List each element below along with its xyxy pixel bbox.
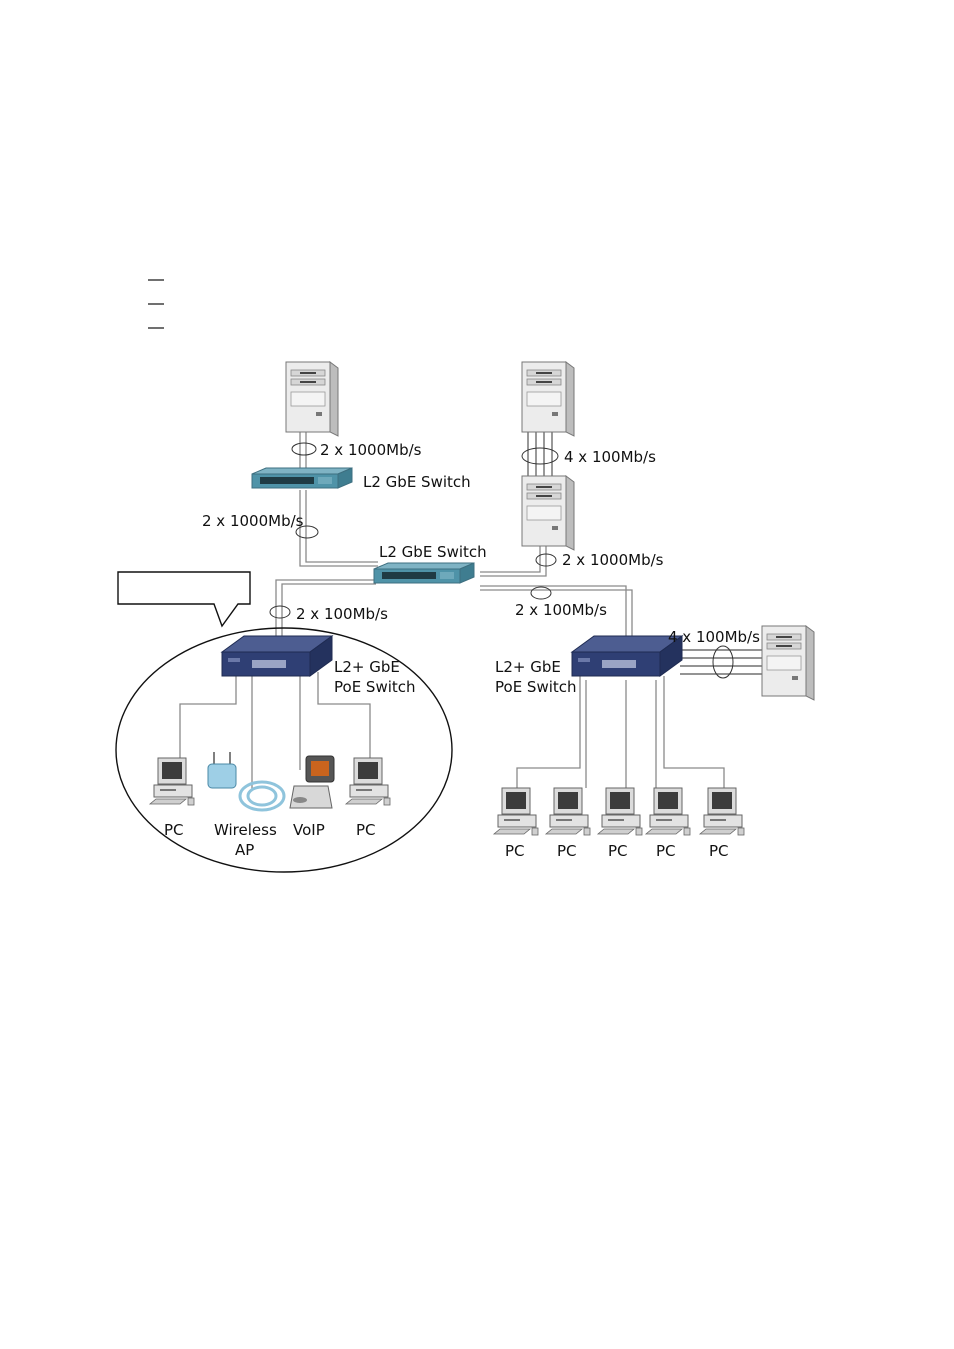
label-link-server2: 2 x 1000Mb/s (562, 551, 664, 569)
label-poe-right-2: PoE Switch (495, 678, 577, 696)
label-switch-mid: L2 GbE Switch (379, 543, 487, 561)
server-top (285, 361, 339, 437)
pc-right-4 (645, 787, 691, 836)
server-right-2 (521, 475, 575, 551)
label-4x100-servers: 4 x 100Mb/s (564, 448, 656, 466)
bundle-marker (535, 553, 557, 567)
label-wireless-2: AP (235, 841, 254, 859)
bundle-marker (521, 447, 559, 465)
callout-bubble (117, 571, 251, 628)
bundle-marker (291, 442, 317, 456)
label-poe-left-1: L2+ GbE (334, 658, 400, 676)
label-pc-right-5: PC (709, 842, 729, 860)
pc-left-2 (345, 757, 391, 806)
pc-left-1 (149, 757, 195, 806)
l2-switch-top (251, 467, 353, 489)
wireless-ap-icon (207, 752, 286, 812)
label-pc-right-4: PC (656, 842, 676, 860)
label-poe-left-2: PoE Switch (334, 678, 416, 696)
label-wireless-1: Wireless (214, 821, 277, 839)
server-right-3 (761, 625, 815, 701)
pc-right-3 (597, 787, 643, 836)
label-poe-right-1: L2+ GbE (495, 658, 561, 676)
label-link-left-2x1000: 2 x 1000Mb/s (202, 512, 304, 530)
bundle-marker (269, 605, 291, 619)
bundle-marker (712, 645, 734, 679)
label-link-left-2x100: 2 x 100Mb/s (296, 605, 388, 623)
label-pc-right-2: PC (557, 842, 577, 860)
label-pc-right-1: PC (505, 842, 525, 860)
bundle-marker (295, 525, 319, 539)
label-pc-left-2: PC (356, 821, 376, 839)
voip-phone-icon (289, 755, 335, 809)
pc-right-1 (493, 787, 539, 836)
poe-switch-right (571, 635, 683, 677)
group-ellipse (115, 627, 453, 873)
label-link-server-top: 2 x 1000Mb/s (320, 441, 422, 459)
label-link-right-2x100: 2 x 100Mb/s (515, 601, 607, 619)
label-4x100-right: 4 x 100Mb/s (668, 628, 760, 646)
poe-switch-left (221, 635, 333, 677)
bundle-marker (530, 586, 552, 600)
l2-switch-mid (373, 562, 475, 584)
label-pc-right-3: PC (608, 842, 628, 860)
server-right-1 (521, 361, 575, 437)
pc-right-5 (699, 787, 745, 836)
label-pc-left-1: PC (164, 821, 184, 839)
pc-right-2 (545, 787, 591, 836)
label-switch-top: L2 GbE Switch (363, 473, 471, 491)
label-voip: VoIP (293, 821, 325, 839)
